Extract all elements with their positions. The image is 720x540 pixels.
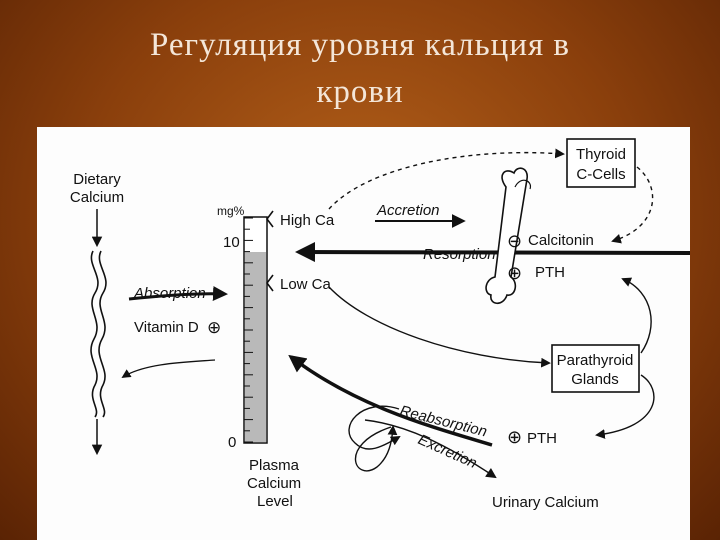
vitamin-d-plus-sign: ⊕ — [207, 318, 221, 337]
dietary-calcium-label-2: Calcium — [70, 189, 124, 206]
absorption-arrow — [128, 285, 228, 301]
resorption-label: Resorption — [423, 246, 496, 263]
thyroid-label-2: C-Cells — [576, 166, 625, 183]
resorption-arrow — [295, 242, 690, 263]
thyroid-to-calcitonin-arrow — [611, 166, 654, 244]
intestine-left-wall — [90, 250, 99, 418]
parathyroid-glands-box — [551, 344, 640, 393]
dietary-calcium-label-1: Dietary — [73, 171, 121, 188]
bone-pth-plus-sign: ⊕ — [507, 263, 522, 283]
plasma-label-2: Calcium — [247, 475, 301, 492]
kidney-pth-label: PTH — [527, 430, 557, 447]
parathyroid-to-bone-arrow — [621, 277, 652, 354]
absorption-label: Absorption — [133, 285, 206, 302]
calcitonin-minus-sign: ⊖ — [507, 231, 522, 251]
diagram-canvas: Dietary Calcium Absorption Vitamin D ⊕ m… — [70, 138, 690, 511]
bone-icon — [485, 167, 528, 305]
thyroid-label-1: Thyroid — [576, 146, 626, 163]
kidney-pth-plus-sign: ⊕ — [507, 427, 522, 447]
vitamin-d-label: Vitamin D — [134, 319, 199, 336]
reabsorption-arrow — [288, 354, 493, 447]
parathyroid-to-kidney-arrow — [595, 374, 655, 439]
secretion-arrow — [121, 359, 216, 378]
high-ca-bracket — [266, 210, 274, 228]
gauge-ticks — [244, 217, 253, 443]
urinary-calcium-label: Urinary Calcium — [492, 494, 599, 511]
bone-pth-label: PTH — [535, 264, 565, 281]
plasma-calcium-fill — [245, 252, 266, 442]
calcitonin-label: Calcitonin — [528, 232, 594, 249]
intestine-right-wall — [98, 250, 107, 418]
parathyroid-label-1: Parathyroid — [557, 352, 634, 369]
gauge-max-label: 10 — [223, 234, 240, 251]
thyroid-c-cells-box — [566, 138, 636, 188]
kidney-loop-upper — [348, 405, 401, 450]
calcium-regulation-diagram: Dietary Calcium Absorption Vitamin D ⊕ m… — [37, 127, 690, 540]
low-ca-label: Low Ca — [280, 276, 332, 293]
high-ca-to-thyroid-arrow — [328, 148, 565, 210]
slide-title-line-1: Регуляция уровня кальция в — [149, 27, 571, 63]
gauge-unit-label: mg% — [217, 204, 245, 218]
low-ca-to-parathyroid-arrow — [328, 286, 551, 368]
high-ca-label: High Ca — [280, 212, 335, 229]
low-ca-bracket — [266, 274, 274, 292]
slide-title: Регуляция уровня кальция в крови — [0, 22, 720, 116]
plasma-label-1: Plasma — [249, 457, 300, 474]
slide-title-line-2: крови — [316, 74, 404, 110]
accretion-label: Accretion — [376, 202, 440, 219]
reabsorption-label: Reabsorption — [398, 402, 489, 440]
excretion-arrow — [364, 419, 497, 479]
gauge-min-label: 0 — [228, 434, 236, 451]
parathyroid-label-2: Glands — [571, 371, 619, 388]
bone-head-detail — [514, 179, 532, 190]
kidney-loop-lower — [354, 425, 398, 472]
plasma-label-3: Level — [257, 493, 293, 510]
